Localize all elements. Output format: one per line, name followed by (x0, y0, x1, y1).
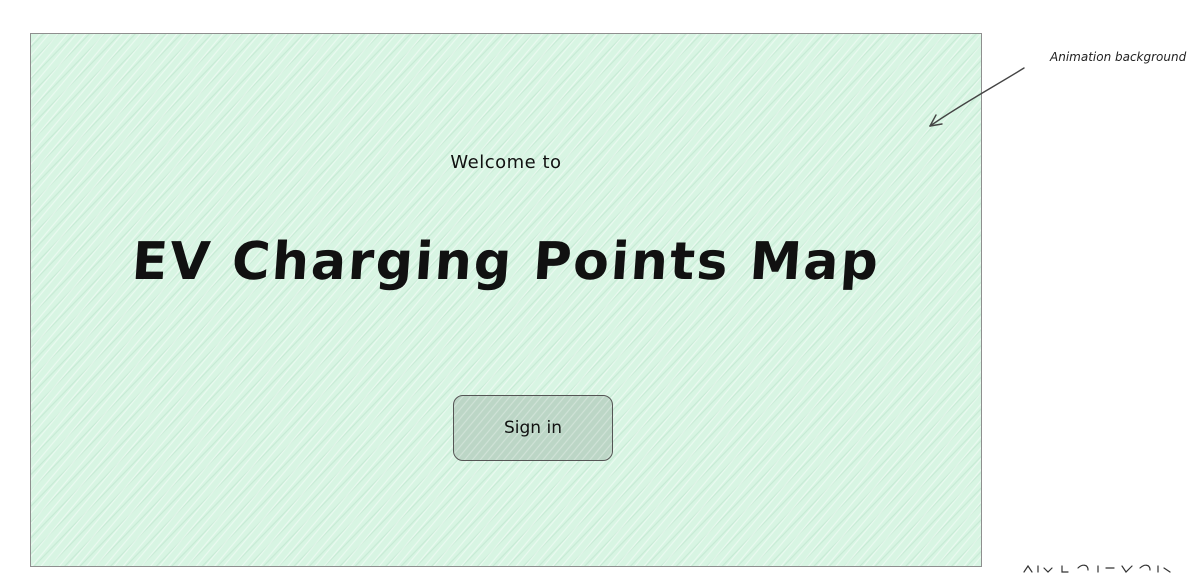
page-title: EV Charging Points Map (129, 232, 883, 292)
animated-background-frame: Welcome to EV Charging Points Map Sign i… (30, 33, 982, 567)
sign-in-button[interactable]: Sign in (453, 395, 613, 461)
welcome-text: Welcome to (450, 152, 562, 173)
annotation-label: Animation background (1050, 50, 1187, 64)
partial-annotation (1022, 562, 1172, 574)
